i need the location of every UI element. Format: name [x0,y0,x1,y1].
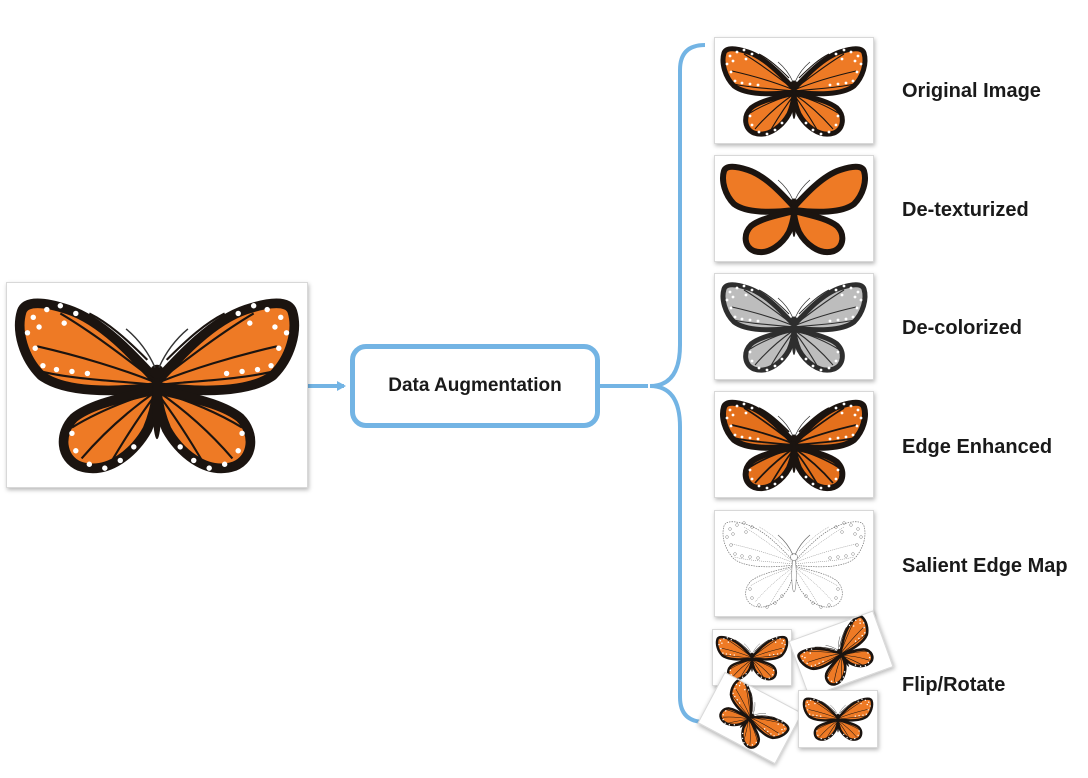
label-salient-edge-map: Salient Edge Map [902,555,1068,577]
label-flip-rotate: Flip/Rotate [902,674,1006,696]
output-de-texturized [714,155,874,262]
data-augmentation-box: Data Augmentation [350,344,600,428]
input-image [6,282,308,488]
butterfly-icon [719,678,790,749]
label-original-image: Original Image [902,80,1041,102]
output-original-image [714,37,874,144]
output-salient-edge-map [714,510,874,617]
butterfly-icon [722,520,866,609]
output-de-colorized [714,273,874,380]
butterfly-icon [802,697,874,741]
data-augmentation-label: Data Augmentation [388,375,562,396]
flip-rotate-thumb-4 [798,690,878,748]
butterfly-icon [715,635,789,680]
curly-bracket [649,43,706,724]
butterfly-icon [720,163,868,255]
butterfly-icon [720,281,868,373]
butterfly-icon [720,45,868,137]
flip-rotate-thumb-3 [697,671,803,765]
label-de-texturized: De-texturized [902,199,1029,221]
flip-rotate-thumb-2 [788,610,894,698]
output-edge-enhanced [714,391,874,498]
butterfly-icon [797,615,874,686]
butterfly-icon [720,399,868,491]
butterfly-icon [14,298,300,473]
label-de-colorized: De-colorized [902,317,1023,339]
label-edge-enhanced: Edge Enhanced [902,436,1053,458]
